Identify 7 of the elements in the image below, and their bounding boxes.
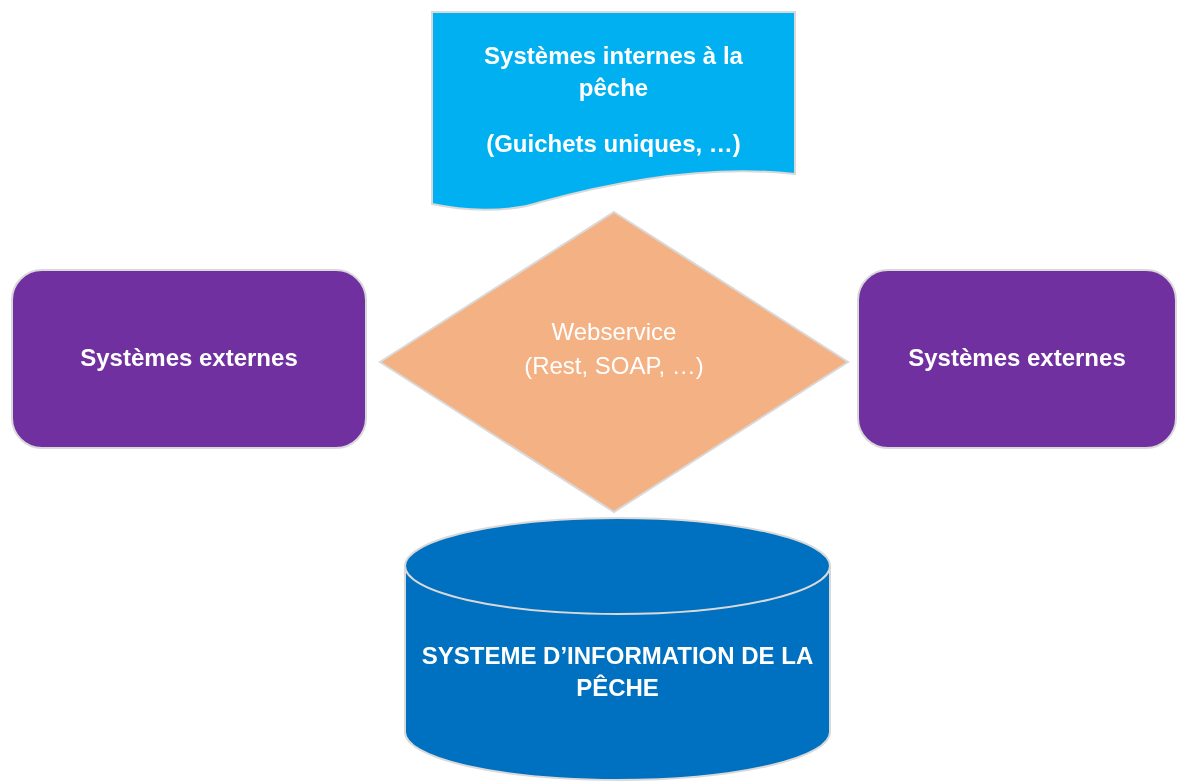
node-label: Systèmes externes: [907, 343, 1127, 373]
node-note: (Rest, SOAP, …): [523, 351, 705, 381]
node-label: Systèmes externes: [79, 343, 299, 373]
node-note: (Guichets uniques, …): [485, 129, 742, 159]
node-label: Systèmes internes à la pêche: [483, 41, 744, 104]
node-label: Webservice: [550, 317, 678, 347]
node-label: SYSTEME D’INFORMATION DE LA PÊCHE: [420, 641, 815, 704]
